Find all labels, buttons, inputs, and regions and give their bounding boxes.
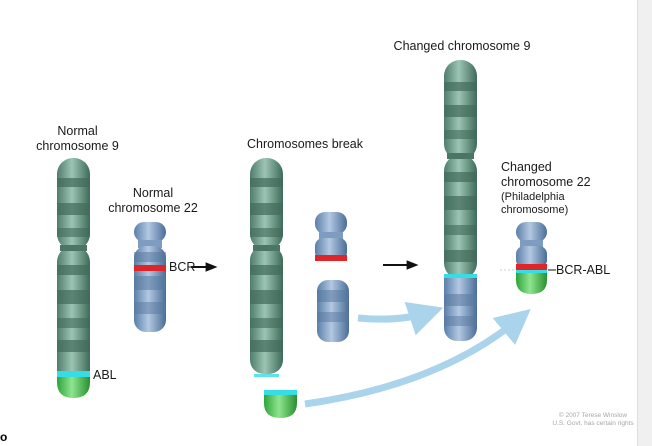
breaking-chromosome-22 [315,212,349,342]
copyright-credit: © 2007 Terese Winslow U.S. Govt. has cer… [548,412,638,428]
label-changed-chromosome-22-line2: chromosome 22 [501,175,591,189]
changed-chromosome-9 [444,60,477,341]
label-normal-chromosome-9: Normal chromosome 9 [30,124,125,154]
blue-arrow-to-chr22 [304,309,531,408]
label-normal-chromosome-9-line1: Normal [57,124,98,138]
label-changed-chromosome-22-line1: Changed [501,160,552,174]
label-philadelphia-line2: chromosome) [501,204,569,216]
label-normal-chromosome-22-line1: Normal [132,186,174,200]
label-chromosomes-break: Chromosomes break [246,137,363,151]
blue-arrow-to-chr9 [357,302,444,336]
label-normal-chromosome-22-line2: chromosome 22 [108,201,198,215]
normal-chromosome-9 [57,158,90,398]
credit-line2: U.S. Govt. has certain rights [552,420,634,427]
label-normal-chromosome-22: Normal chromosome 22 [103,186,203,216]
credit-line1: © 2007 Terese Winslow [558,412,628,419]
label-philadelphia-line1: (Philadelphia [501,191,565,203]
arrows [191,260,556,408]
normal-chromosome-22 [134,222,166,332]
changed-chromosome-22 [516,222,547,294]
breaking-chromosome-9 [250,158,297,418]
corner-mark: o [0,430,8,444]
label-normal-chromosome-9-line2: chromosome 9 [36,139,119,153]
label-abl: ABL [93,368,117,382]
label-philadelphia: (Philadelphia chromosome) [501,191,611,217]
label-changed-chromosome-9: Changed chromosome 9 [393,39,531,53]
label-bcr-abl: BCR-ABL [556,263,611,277]
scrollbar-track[interactable] [637,0,652,446]
label-bcr: BCR [169,260,196,274]
label-changed-chromosome-22: Changed chromosome 22 [501,160,611,190]
